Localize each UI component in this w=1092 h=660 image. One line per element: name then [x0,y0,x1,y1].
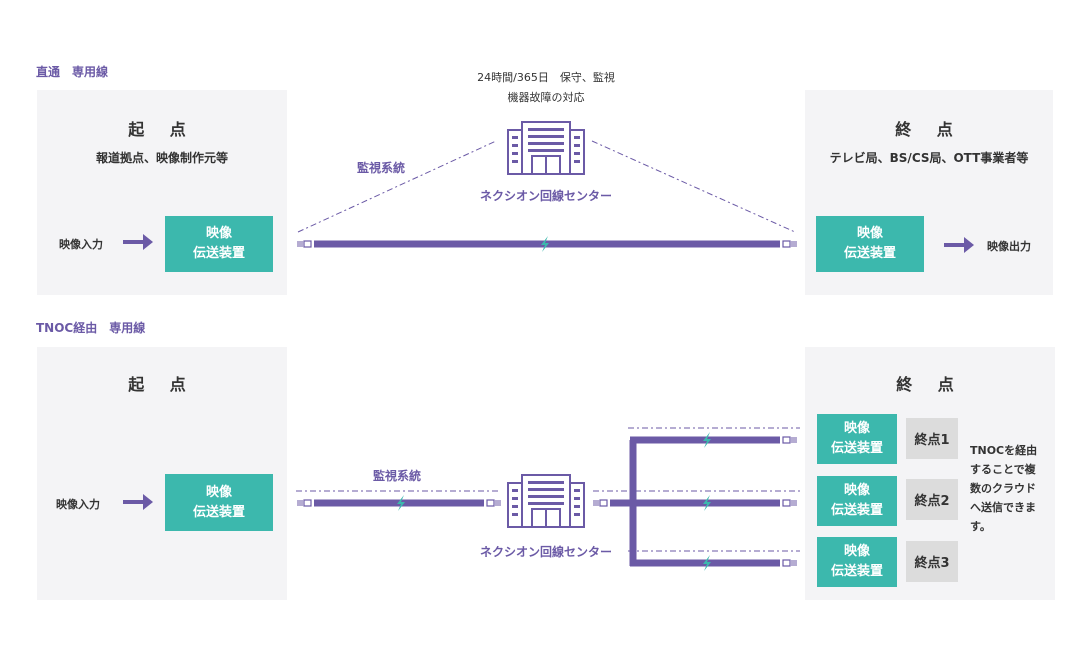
panel-title: 起 点 [128,375,196,394]
signal-icon [703,432,711,448]
tnoc-note: TNOCを経由 することで複 数のクラウド へ送信できま す。 [970,441,1055,536]
panel-subtitle: テレビ局、BS/CS局、OTT事業者等 [829,151,1029,165]
input-arrow [123,494,153,510]
device-label-line1: 映像 [843,483,870,498]
note-line: 数のクラウド [970,482,1036,495]
monitor-label: 監視系統 [357,161,406,175]
endpoint-3: 終点3 [906,541,958,582]
endpoint-1: 終点1 [906,418,958,459]
input-label: 映像入力 [59,238,103,251]
note-line: TNOCを経由 [970,444,1038,457]
device-label-line2: 伝送装置 [830,503,883,518]
panel-title: 終 点 [896,375,964,394]
section-label-direct: 直通 専用線 [36,65,109,79]
center-label: ネクシオン回線センター [479,189,612,203]
note-line: 機器故障の対応 [507,91,585,104]
video-transmitter: 映像 伝送装置 [165,216,273,272]
device-label-line1: 映像 [843,544,870,559]
signal-icon [397,495,405,511]
signal-icon [703,555,711,571]
video-transmitter: 映像 伝送装置 [816,216,924,272]
video-transmitter-1: 映像 伝送装置 [817,414,897,464]
video-transmitter: 映像 伝送装置 [165,474,273,531]
end-panel: 終 点 テレビ局、BS/CS局、OTT事業者等 映像 伝送装置 映像出力 [805,90,1053,295]
building-icon [507,121,585,175]
video-transmitter-2: 映像 伝送装置 [817,476,897,526]
device-label-line1: 映像 [205,484,232,500]
maintenance-note: 24時間/365日 保守、監視 機器故障の対応 [446,68,646,108]
device-label-line1: 映像 [856,226,883,241]
input-label: 映像入力 [56,498,100,511]
note-line: 24時間/365日 保守、監視 [477,71,615,84]
panel-title: 起 点 [128,120,196,139]
video-transmitter-3: 映像 伝送装置 [817,537,897,587]
device-label-line2: 伝送装置 [830,564,883,579]
signal-icon [703,495,711,511]
center-label: ネクシオン回線センター [479,545,612,559]
output-arrow [944,237,974,253]
device-label-line1: 映像 [843,421,870,436]
output-label: 映像出力 [987,240,1031,253]
note-line: へ送信できま [970,501,1036,514]
signal-icon [541,236,549,252]
start-panel: 起 点 報道拠点、映像制作元等 映像入力 映像 伝送装置 [37,90,287,295]
endpoint-2: 終点2 [906,479,958,520]
note-line: することで複 [970,463,1036,476]
monitor-label: 監視系統 [373,469,422,483]
note-line: す。 [970,520,991,533]
start-panel: 起 点 映像入力 映像 伝送装置 [37,347,287,600]
input-arrow [123,234,153,250]
panel-subtitle: 報道拠点、映像制作元等 [95,151,228,165]
building-icon [507,474,585,528]
monitor-line [297,140,497,233]
end-panel: 終 点 映像 伝送装置 終点1 映像 伝送装置 終点2 映像 伝送装置 終点3 … [805,347,1055,600]
section-label-tnoc: TNOC経由 専用線 [36,321,146,335]
device-label-line2: 伝送装置 [192,246,245,261]
panel-title: 終 点 [895,120,963,139]
device-label-line1: 映像 [205,226,232,241]
device-label-line2: 伝送装置 [830,441,883,456]
monitor-line [591,140,796,233]
device-label-line2: 伝送装置 [843,246,896,261]
device-label-line2: 伝送装置 [192,504,245,520]
